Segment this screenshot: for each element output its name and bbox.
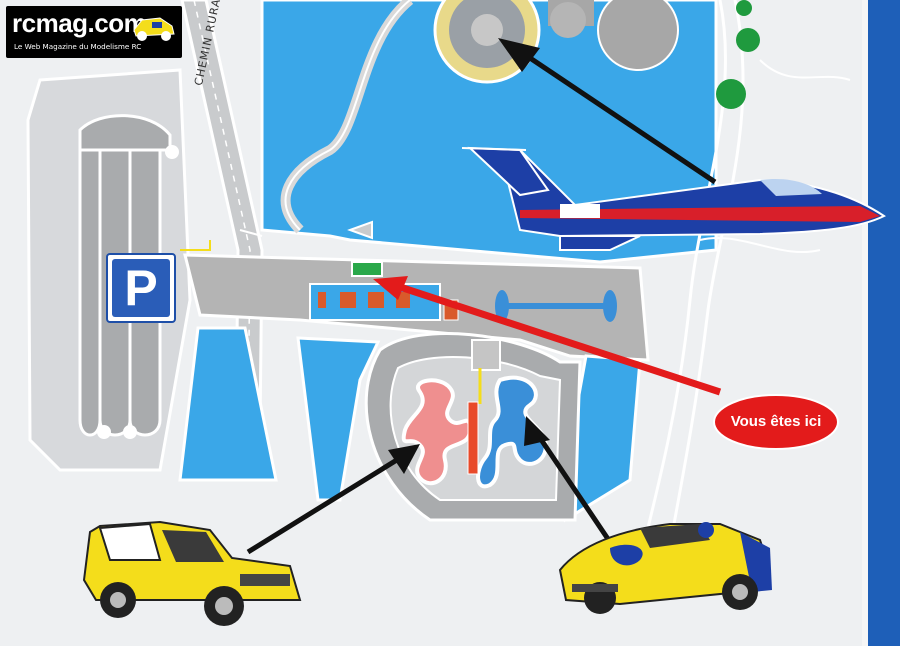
drivers-stand xyxy=(467,401,479,475)
arrow-to-blue-track xyxy=(533,430,615,547)
parking-letter: P xyxy=(112,259,170,317)
logo-title: rcmag.com xyxy=(12,8,147,38)
lake-area xyxy=(260,0,718,264)
pond-left xyxy=(178,326,278,482)
tree-icon xyxy=(736,28,760,52)
you-are-here-callout: Vous êtes ici xyxy=(712,393,840,451)
red-pointer-arrow xyxy=(398,283,722,396)
logo-car-icon xyxy=(133,17,175,41)
jet-plane-icon xyxy=(461,146,886,251)
arrow-to-pink-track xyxy=(246,455,402,555)
callout-bubble xyxy=(713,394,839,450)
parking-lot xyxy=(78,114,179,439)
jeep-car-icon xyxy=(82,520,302,626)
parking-sign-icon: P xyxy=(106,253,176,323)
arrow-to-roundabout xyxy=(528,55,717,185)
pond-middle xyxy=(296,336,381,502)
logo: rcmag.com Le Web Magazine du Modelisme R… xyxy=(6,6,182,58)
drag-strip-icon xyxy=(495,290,617,322)
blue-track xyxy=(476,375,548,489)
pink-track xyxy=(401,378,473,486)
logo-subtitle: Le Web Magazine du Modelisme RC xyxy=(14,42,142,51)
you-are-here-text: Vous êtes ici xyxy=(730,413,822,430)
tree-icon xyxy=(736,0,752,16)
tree-icon xyxy=(716,79,746,109)
sign-border xyxy=(866,0,900,646)
race-car-icon xyxy=(558,522,772,614)
you-are-here-marker xyxy=(351,261,383,277)
